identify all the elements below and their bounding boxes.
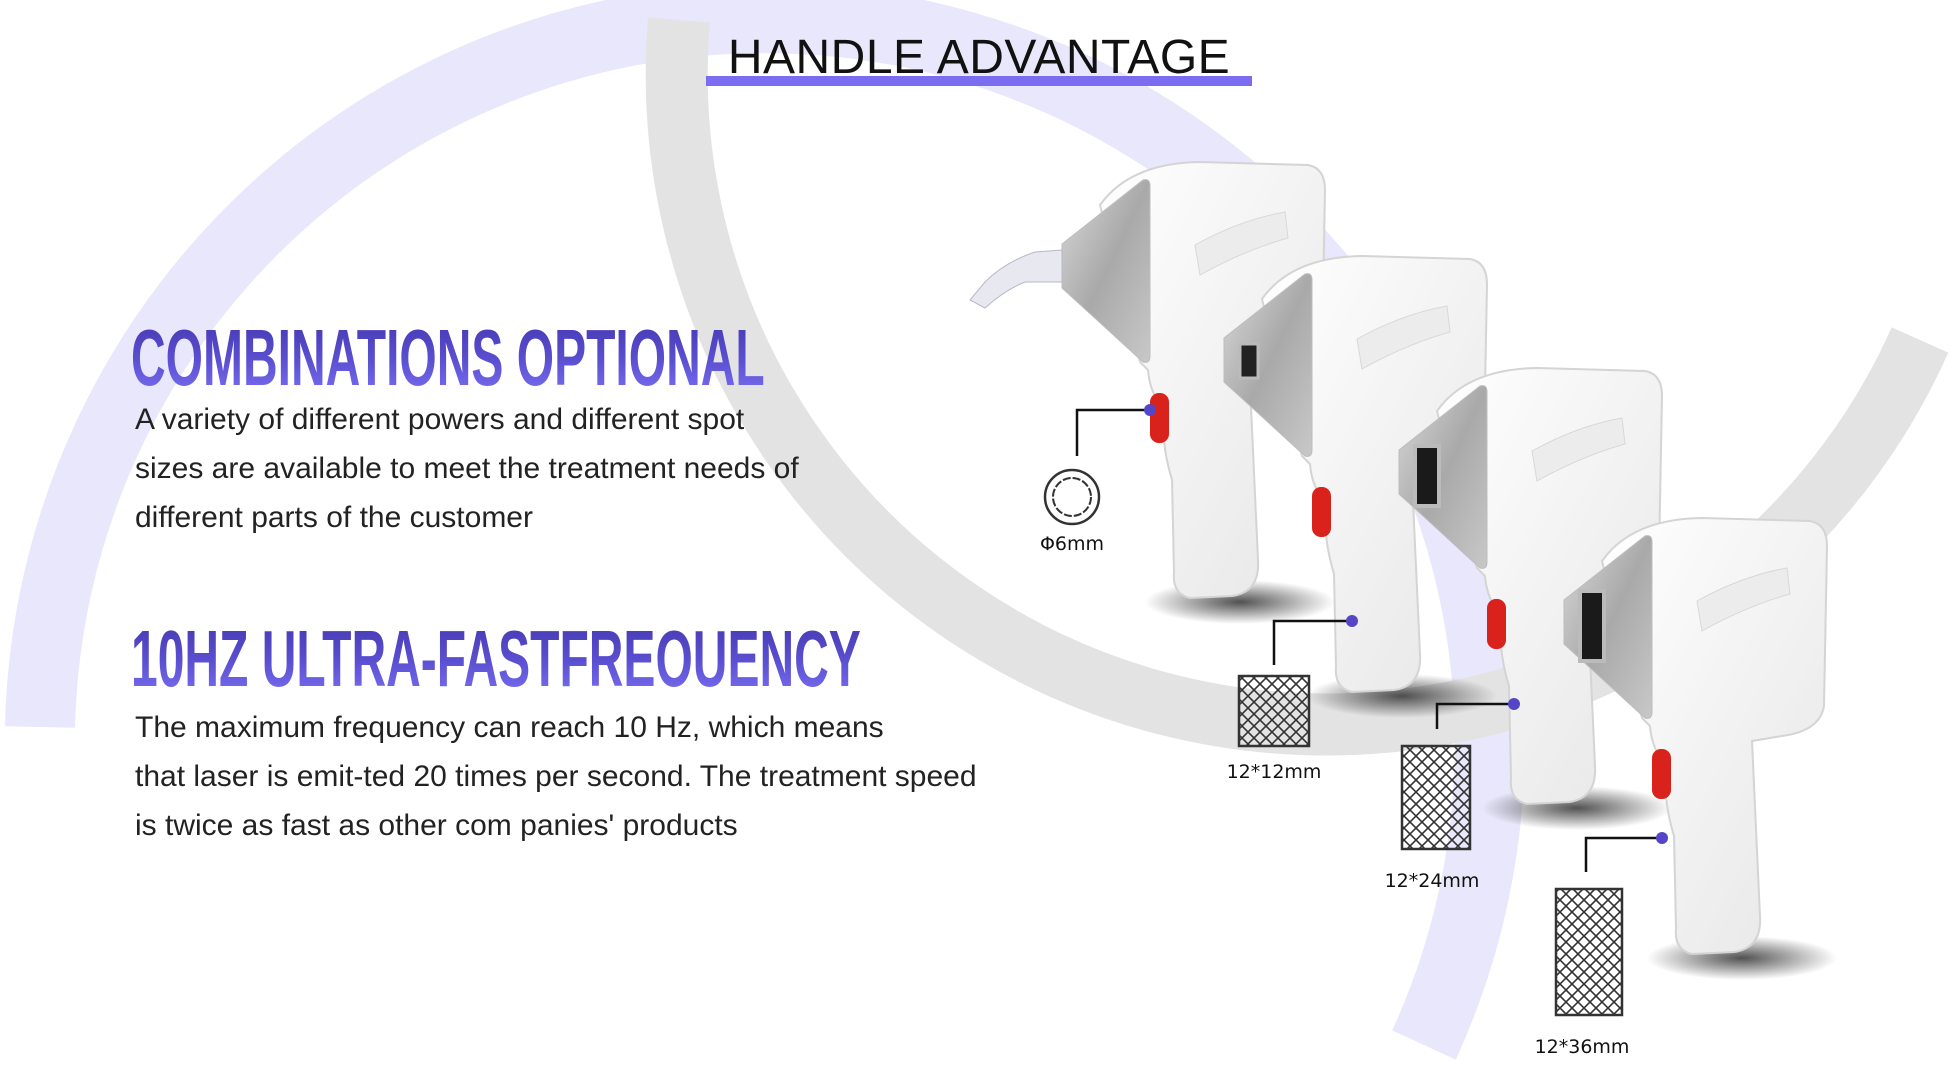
text-line: A variety of different powers and differ… xyxy=(135,403,745,436)
spot-label: 12*36mm xyxy=(1535,1036,1630,1058)
page-title: HANDLE ADVANTAGE xyxy=(727,31,1231,84)
nozzle-tip xyxy=(969,249,1063,309)
handpiece-2 xyxy=(1223,255,1498,719)
text-line: is twice as fast as other com panies' pr… xyxy=(135,809,738,842)
handpiece-4 xyxy=(1563,517,1838,981)
spot-rectangle-icon xyxy=(1554,887,1624,1017)
spot-label: 12*24mm xyxy=(1385,870,1480,892)
callout-dot xyxy=(1144,404,1156,416)
spot-square-icon xyxy=(1237,674,1311,748)
callout-12x12: 12*12mm xyxy=(1227,615,1358,783)
text-line: that laser is emit-ted 20 times per seco… xyxy=(135,760,977,793)
title-underline xyxy=(706,76,1252,86)
section-heading-frequency: 10HZ ULTRA-FASTFREOUENCY xyxy=(131,614,861,703)
section-heading-combinations: COMBINATIONS OPTIONAL xyxy=(131,313,765,402)
spot-label: Φ6mm xyxy=(1040,533,1104,555)
handpiece-1 xyxy=(969,161,1336,625)
callout-12x36: 12*36mm xyxy=(1535,832,1668,1058)
spot-label: 12*12mm xyxy=(1227,761,1322,783)
text-line: different parts of the customer xyxy=(135,501,533,534)
callout-12x24: 12*24mm xyxy=(1385,698,1520,892)
section-text-combinations: A variety of different powers and differ… xyxy=(135,395,799,542)
section-text-frequency: The maximum frequency can reach 10 Hz, w… xyxy=(135,703,977,850)
lavender-arc xyxy=(5,0,1525,1060)
callout-6mm: Φ6mm xyxy=(1040,404,1156,555)
text-line: The maximum frequency can reach 10 Hz, w… xyxy=(135,711,884,744)
spot-rectangle-icon xyxy=(1400,744,1472,851)
spot-circle-icon xyxy=(1043,468,1101,526)
handpiece-3 xyxy=(1398,367,1673,831)
text-line: sizes are available to meet the treatmen… xyxy=(135,452,799,485)
